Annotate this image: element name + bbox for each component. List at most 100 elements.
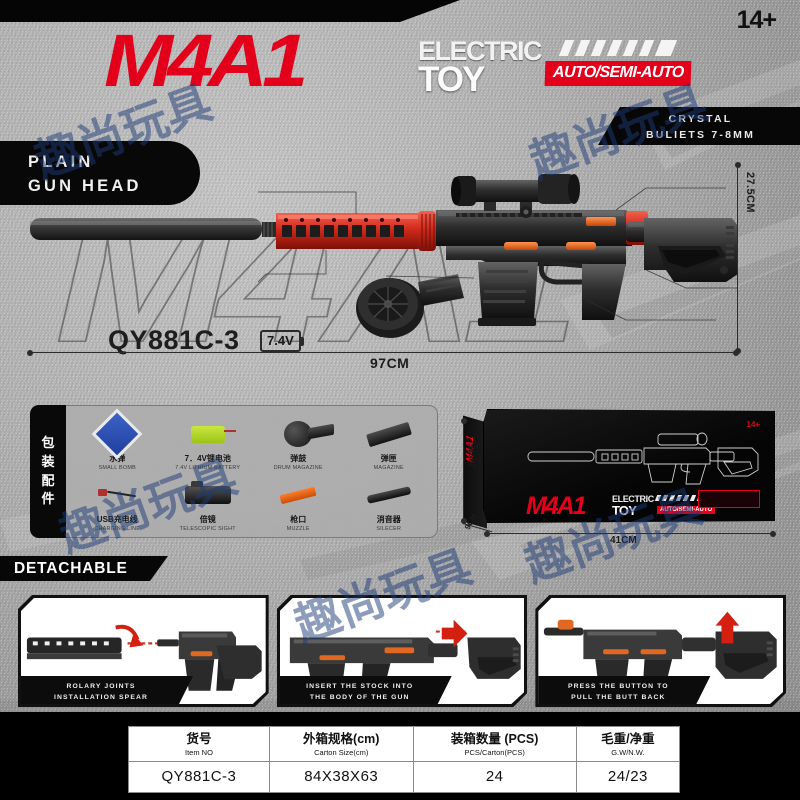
detachable-step-caption: ROLARY JOINTS INSTALLATION SPEAR <box>21 676 193 704</box>
voltage-badge: 7.4V <box>260 330 304 352</box>
accessory-label-cn: 7．4V锂电池 <box>184 454 231 464</box>
table-header-row: 货号 Item NO 外箱规格(cm) Carton Size(cm) 装箱数量… <box>128 726 681 762</box>
accessory-label-cn: 弹鼓 <box>290 454 307 464</box>
magazine-icon <box>344 414 435 454</box>
accessory-label-en: SILECER <box>376 526 402 532</box>
detachable-step: ROLARY JOINTS INSTALLATION SPEAR <box>18 595 269 707</box>
carton-box-illustration: M4A1 M4A1 ELECTRIC TOY <box>455 405 785 546</box>
carton-width-label: 41CM <box>610 535 637 546</box>
scope-part <box>451 174 580 218</box>
accessory-label-en: TELESCOPIC SIGHT <box>179 526 236 532</box>
col-0-cn: 货号 <box>186 732 212 746</box>
battery-icon <box>163 414 254 454</box>
accessory-label-en: MAGAZINE <box>373 465 404 471</box>
col-2-cn: 装箱数量 (PCS) <box>450 732 539 746</box>
carton-age-rating: 14+ <box>746 420 760 429</box>
table-cell-pcs-per-carton: 24 <box>412 760 577 793</box>
drum-magazine-icon <box>253 414 344 454</box>
slash-stripes-decoration <box>558 40 692 56</box>
top-black-band <box>0 0 460 22</box>
col-1-cn: 外箱规格(cm) <box>303 732 380 746</box>
accessory-label-en: MUZZLE <box>286 526 310 532</box>
length-dimension-line <box>27 349 739 356</box>
step-caption-line-1: PRESS THE BUTTON TO <box>567 683 669 690</box>
detachable-step: PRESS THE BUTTON TO PULL THE BUTT BACK <box>535 595 786 707</box>
carton-height-line <box>460 418 467 524</box>
hero-gun-illustration <box>30 174 738 338</box>
accessory-item: 枪口 MUZZLE <box>253 473 344 534</box>
step-caption-line-2: PULL THE BUTT BACK <box>571 693 666 701</box>
plain-line-1: PLAIN <box>28 153 94 171</box>
subtitle-electric: ELECTRIC <box>418 36 543 66</box>
silencer-icon <box>344 475 435 515</box>
accessory-item: 7．4V锂电池 7.4V LITHIUM BATTERY <box>163 412 254 473</box>
accessories-grid: 水弹 SMALL BOMB 7．4V锂电池 7.4V LITHIUM BATTE… <box>72 412 434 534</box>
col-2-en: PCS/Carton(PCS) <box>464 747 525 757</box>
crystal-line-1: CRYSTAL <box>668 113 733 125</box>
detachable-step-caption: PRESS THE BUTTON TO PULL THE BUTT BACK <box>538 676 710 704</box>
col-0-en: Item NO <box>185 747 213 757</box>
accessory-label-en: CHARGING LINE <box>94 526 141 532</box>
accessory-label-en: DRUM MAGAZINE <box>273 465 323 471</box>
accessory-label-cn: 水弹 <box>109 454 126 464</box>
carton-toy: TOY <box>612 503 637 518</box>
carton-fire-mode: AUTO/SEMI-AUTO <box>657 506 716 514</box>
table-header-cell: 货号 Item NO <box>128 726 270 762</box>
carton-corner-badge <box>698 490 760 508</box>
accessory-label-cn: USB充电线 <box>96 515 138 525</box>
accessory-label-cn: 倍镜 <box>199 515 216 525</box>
water-bead-icon <box>72 413 163 456</box>
accessory-label-cn: 弹匣 <box>380 454 397 464</box>
accessory-label-en: 7.4V LITHIUM BATTERY <box>175 465 241 471</box>
crystal-line-2: BULIETS 7-8MM <box>645 128 756 141</box>
length-dimension-label: 97CM <box>370 355 410 371</box>
col-3-cn: 毛重/净重 <box>601 732 655 746</box>
col-3-en: G.W/N.W. <box>611 747 645 757</box>
accessory-item: 弹鼓 DRUM MAGAZINE <box>253 412 344 473</box>
accessory-item: 弹匣 MAGAZINE <box>344 412 435 473</box>
plain-gun-head-badge: PLAIN GUN HEAD <box>0 141 200 205</box>
accessory-item: 倍镜 TELESCOPIC SIGHT <box>163 473 254 534</box>
spec-table-band: 货号 Item NO 外箱规格(cm) Carton Size(cm) 装箱数量… <box>0 712 800 800</box>
table-cell-carton-size: 84X38X63 <box>268 760 414 793</box>
acc-tab-char-2: 配 <box>41 472 55 488</box>
crystal-bullets-badge: CRYSTAL BULIETS 7-8MM <box>598 107 800 145</box>
table-row: QY881C-3 84X38X63 24 24/23 <box>128 760 681 793</box>
height-dimension-label: 27.5CM <box>744 172 756 213</box>
muzzle-icon <box>253 475 344 515</box>
height-dimension-line <box>734 162 741 354</box>
drum-magazine-part <box>356 274 464 338</box>
table-cell-weight: 24/23 <box>575 760 681 793</box>
table-header-cell: 毛重/净重 G.W/N.W. <box>575 726 681 762</box>
table-header-cell: 装箱数量 (PCS) PCS/Carton(PCS) <box>412 726 577 762</box>
model-code: QY881C-3 <box>108 325 240 355</box>
carton-electric: ELECTRIC <box>612 494 654 504</box>
spec-table: 货号 Item NO 外箱规格(cm) Carton Size(cm) 装箱数量… <box>128 726 681 793</box>
carton-gun-outline <box>527 432 759 485</box>
step-3-illustration <box>538 598 783 703</box>
carton-height-label: 20CM <box>467 445 477 468</box>
accessories-tab-label: 包 装 配 件 <box>30 405 66 538</box>
plain-line-2: GUN HEAD <box>28 176 142 195</box>
page-title: M4A1 <box>104 19 308 102</box>
carton-slash-decoration <box>654 495 706 501</box>
acc-tab-char-0: 包 <box>41 434 55 450</box>
detachable-step: INSERT THE STOCK INTO THE BODY OF THE GU… <box>277 595 528 707</box>
accessories-panel <box>30 405 438 538</box>
accessory-item: 消音器 SILECER <box>344 473 435 534</box>
accessory-label-en: SMALL BOMB <box>98 465 136 471</box>
accessory-item: 水弹 SMALL BOMB <box>72 412 163 473</box>
detachable-section-title: DETACHABLE <box>0 556 168 581</box>
step-caption-line-1: INSERT THE STOCK INTO <box>306 683 414 690</box>
col-1-en: Carton Size(cm) <box>314 747 369 757</box>
carton-front-panel: M4A1 ELECTRIC TOY AUTO/SEMI-AUTO 14+ <box>483 409 775 523</box>
table-cell-item-no: QY881C-3 <box>128 760 270 793</box>
accessory-label-cn: 枪口 <box>290 515 307 525</box>
age-rating-badge: 14+ <box>736 6 777 34</box>
detachable-step-caption: INSERT THE STOCK INTO THE BODY OF THE GU… <box>280 676 452 704</box>
acc-tab-char-3: 件 <box>41 491 55 507</box>
detachable-steps: ROLARY JOINTS INSTALLATION SPEAR <box>18 595 786 707</box>
accessory-label-cn: 消音器 <box>376 515 401 525</box>
carton-brand: M4A1 <box>526 492 587 520</box>
scope-icon <box>163 475 254 515</box>
